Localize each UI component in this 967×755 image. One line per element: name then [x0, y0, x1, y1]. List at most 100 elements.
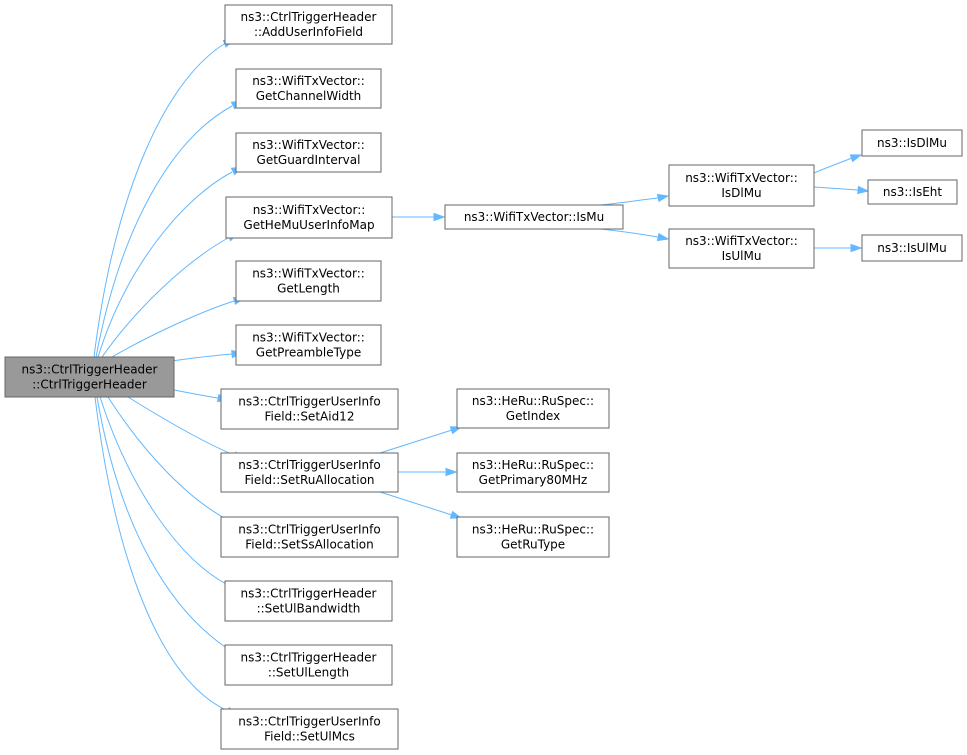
node-label-line: ns3::IsUlMu [877, 241, 946, 255]
node-label-line: GetGuardInterval [257, 153, 361, 167]
edge-root-to-addUserInfoField [93, 39, 236, 358]
edge-isDlMuVec-to-isDlMu [813, 154, 863, 174]
node-isEht[interactable]: ns3::IsEht [867, 179, 958, 205]
node-label-line: ns3::CtrlTriggerHeader [21, 363, 157, 377]
node-label-line: ns3::IsEht [883, 185, 943, 199]
node-label-line: ns3::WifiTxVector:: [252, 331, 365, 345]
edge-line [165, 353, 233, 363]
node-label-line: GetIndex [506, 409, 560, 423]
node-label-line: ns3::HeRu::RuSpec:: [472, 394, 594, 408]
node-box [444, 204, 624, 230]
node-box [225, 196, 393, 239]
node-getIndex[interactable]: ns3::HeRu::RuSpec::GetIndex [456, 388, 610, 429]
node-addUserInfoField[interactable]: ns3::CtrlTriggerHeader::AddUserInfoField [224, 4, 393, 45]
edge-root-to-getHeMuUserInfoMap [101, 232, 240, 358]
edge-line [599, 197, 659, 206]
node-box [861, 234, 963, 262]
arrow-head-icon [449, 426, 463, 435]
edge-root-to-getLength [111, 296, 246, 358]
node-getChannelWidth[interactable]: ns3::WifiTxVector::GetChannelWidth [235, 68, 382, 109]
node-isDlMu[interactable]: ns3::IsDlMu [861, 129, 963, 157]
edge-line [96, 396, 229, 650]
node-box [456, 516, 610, 558]
node-label-line: GetPrimary80MHz [479, 473, 588, 487]
arrow-head-icon [433, 212, 446, 222]
node-getGuardInterval[interactable]: ns3::WifiTxVector::GetGuardInterval [235, 132, 382, 173]
edge-isUlMuVec-to-isUlMu [814, 243, 863, 253]
node-isUlMu[interactable]: ns3::IsUlMu [861, 234, 963, 262]
node-isUlMuVec[interactable]: ns3::WifiTxVector::IsUlMu [668, 228, 815, 269]
node-label-line: ns3::HeRu::RuSpec:: [472, 523, 594, 537]
arrow-head-icon [656, 232, 670, 242]
node-label-line: ns3::HeRu::RuSpec:: [472, 458, 594, 472]
node-box [235, 68, 382, 109]
node-box [235, 324, 382, 366]
node-label-line: GetPreambleType [256, 346, 361, 360]
node-root: ns3::CtrlTriggerHeader::CtrlTriggerHeade… [4, 356, 175, 398]
edge-root-to-getPreambleType [165, 349, 244, 363]
node-label-line: Field::SetAid12 [265, 410, 355, 424]
edge-line [379, 429, 453, 454]
edge-root-to-setSsAllocation [107, 396, 240, 526]
edge-root-to-setUlMcs [94, 396, 239, 716]
node-box [456, 452, 610, 493]
node-setUlBandwidth[interactable]: ns3::CtrlTriggerHeader::SetUlBandwidth [224, 580, 393, 622]
node-label-line: GetHeMuUserInfoMap [243, 218, 374, 232]
node-label-line: Field::SetUlMcs [264, 730, 355, 744]
node-box [668, 228, 815, 269]
edge-line [379, 491, 453, 516]
node-label-line: ns3::CtrlTriggerUserInfo [238, 715, 380, 729]
node-label-line: ns3::CtrlTriggerHeader [240, 587, 376, 601]
node-box [220, 388, 399, 430]
node-getPreambleType[interactable]: ns3::WifiTxVector::GetPreambleType [235, 324, 382, 366]
arrow-head-icon [857, 185, 870, 195]
node-box [224, 644, 393, 686]
node-box [220, 708, 399, 750]
node-label-line: ::SetUlLength [268, 666, 349, 680]
node-getPrimary80MHz[interactable]: ns3::HeRu::RuSpec::GetPrimary80MHz [456, 452, 610, 493]
node-label-line: ns3::WifiTxVector:: [252, 74, 365, 88]
edges-layer [93, 39, 870, 716]
node-setSsAllocation[interactable]: ns3::CtrlTriggerUserInfoField::SetSsAllo… [220, 516, 399, 558]
node-label-line: GetRuType [501, 538, 565, 552]
arrow-head-icon [445, 467, 458, 477]
node-setUlLength[interactable]: ns3::CtrlTriggerHeader::SetUlLength [224, 644, 393, 686]
node-label-line: ns3::WifiTxVector:: [252, 138, 365, 152]
node-label-line: Field::SetSsAllocation [245, 538, 374, 552]
edge-root-to-getGuardInterval [97, 166, 244, 358]
node-box [224, 580, 393, 622]
arrow-head-icon [656, 193, 670, 203]
node-getLength[interactable]: ns3::WifiTxVector::GetLength [235, 260, 382, 302]
node-box [235, 260, 382, 302]
edge-isMu-to-isDlMuVec [599, 193, 670, 206]
node-box [224, 4, 393, 45]
node-box [861, 129, 963, 157]
edge-line [813, 186, 859, 191]
node-label-line: GetLength [277, 282, 340, 296]
node-label-line: ns3::CtrlTriggerUserInfo [238, 458, 380, 472]
edge-getHeMuUserInfoMap-to-isMu [392, 212, 446, 222]
node-label-line: GetChannelWidth [256, 89, 362, 103]
node-box [220, 516, 399, 558]
node-isDlMuVec[interactable]: ns3::WifiTxVector::IsDlMu [668, 164, 815, 207]
node-setRuAllocation[interactable]: ns3::CtrlTriggerUserInfoField::SetRuAllo… [220, 452, 399, 493]
node-box [220, 452, 399, 493]
edge-line [93, 43, 225, 358]
node-label-line: ns3::CtrlTriggerUserInfo [238, 395, 380, 409]
node-label-line: ns3::WifiTxVector:: [252, 267, 365, 281]
node-label-line: ns3::WifiTxVector:: [685, 171, 798, 185]
edge-isMu-to-isUlMuVec [599, 228, 670, 242]
node-getHeMuUserInfoMap[interactable]: ns3::WifiTxVector::GetHeMuUserInfoMap [225, 196, 393, 239]
node-isMu[interactable]: ns3::WifiTxVector::IsMu [444, 204, 624, 230]
node-box [456, 388, 610, 429]
node-label-line: IsUlMu [722, 249, 762, 263]
nodes-layer: ns3::CtrlTriggerHeader::CtrlTriggerHeade… [4, 4, 963, 750]
node-label-line: ::SetUlBandwidth [257, 602, 361, 616]
node-getRuType[interactable]: ns3::HeRu::RuSpec::GetRuType [456, 516, 610, 558]
edge-setRuAllocation-to-getIndex [379, 426, 463, 454]
edge-line [95, 105, 233, 358]
arrow-head-icon [850, 243, 863, 253]
edge-line [101, 237, 229, 358]
